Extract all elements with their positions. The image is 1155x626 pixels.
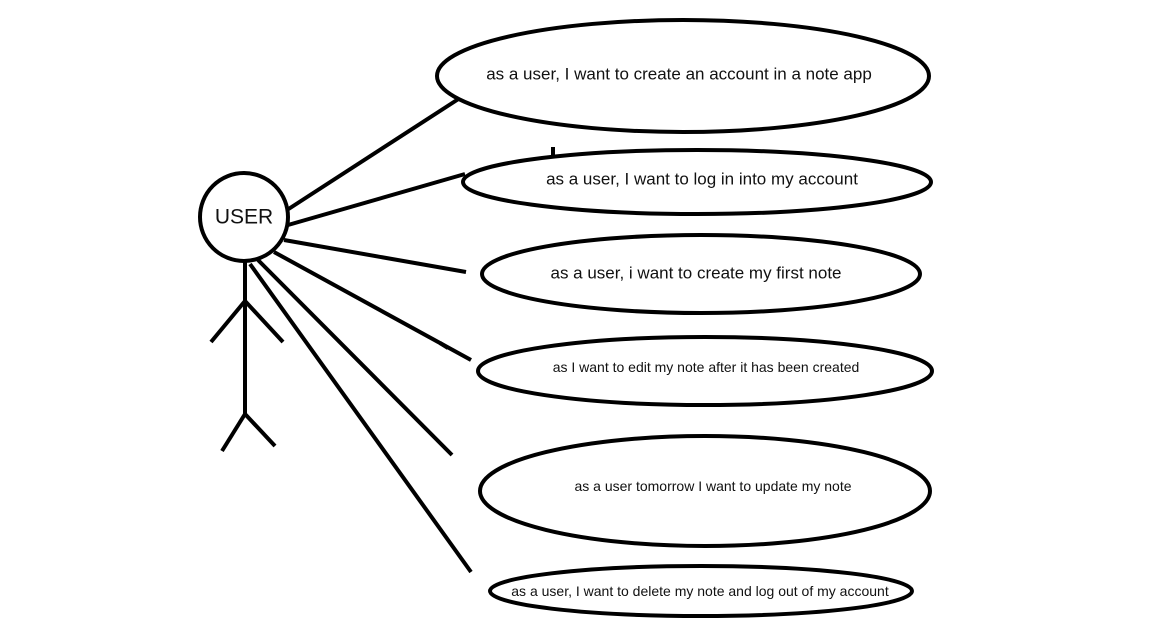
actor-left-leg bbox=[220, 412, 247, 453]
use-case-edit-note: as I want to edit my note after it has b… bbox=[476, 335, 934, 407]
association-line-create-first-note bbox=[283, 238, 467, 274]
use-case-log-in: as a user, I want to log in into my acco… bbox=[461, 148, 933, 216]
associations bbox=[248, 96, 555, 574]
association-line-update-note bbox=[256, 258, 454, 457]
use-case-ellipse bbox=[488, 564, 914, 618]
use-case-create-account: as a user, I want to create an account i… bbox=[435, 18, 931, 134]
actor-left-arm bbox=[209, 299, 247, 344]
use-case-ellipse bbox=[478, 434, 932, 548]
use-case-ellipse bbox=[476, 335, 934, 407]
user-actor: USER bbox=[198, 171, 290, 453]
use-case-create-first-note: as a user, i want to create my first not… bbox=[480, 233, 922, 315]
use-case-ellipse bbox=[480, 233, 922, 315]
use-case-ellipse bbox=[435, 18, 931, 134]
use-case-label: as a user, I want to log in into my acco… bbox=[546, 170, 858, 189]
use-case-update-note: as a user tomorrow I want to update my n… bbox=[478, 434, 932, 548]
use-case-delete-note-log-out: as a user, I want to delete my note and … bbox=[488, 564, 914, 618]
actor-label: USER bbox=[215, 206, 273, 229]
association-line-delete-note bbox=[248, 262, 473, 574]
association-line-log-in bbox=[287, 172, 466, 227]
use-case-label: as a user, I want to create an account i… bbox=[486, 65, 872, 84]
use-case-label: as a user, I want to delete my note and … bbox=[511, 583, 889, 599]
actor-right-arm bbox=[243, 299, 285, 344]
use-case-ellipse bbox=[461, 148, 933, 216]
association-line-create-account bbox=[285, 96, 462, 212]
use-case-label: as a user tomorrow I want to update my n… bbox=[574, 478, 851, 494]
stray-mark-mid bbox=[438, 341, 450, 350]
actor-right-leg bbox=[243, 412, 277, 448]
use-case-label: as a user, i want to create my first not… bbox=[550, 264, 841, 283]
use-case-label: as I want to edit my note after it has b… bbox=[553, 359, 860, 375]
association-line-edit-note bbox=[273, 250, 472, 362]
